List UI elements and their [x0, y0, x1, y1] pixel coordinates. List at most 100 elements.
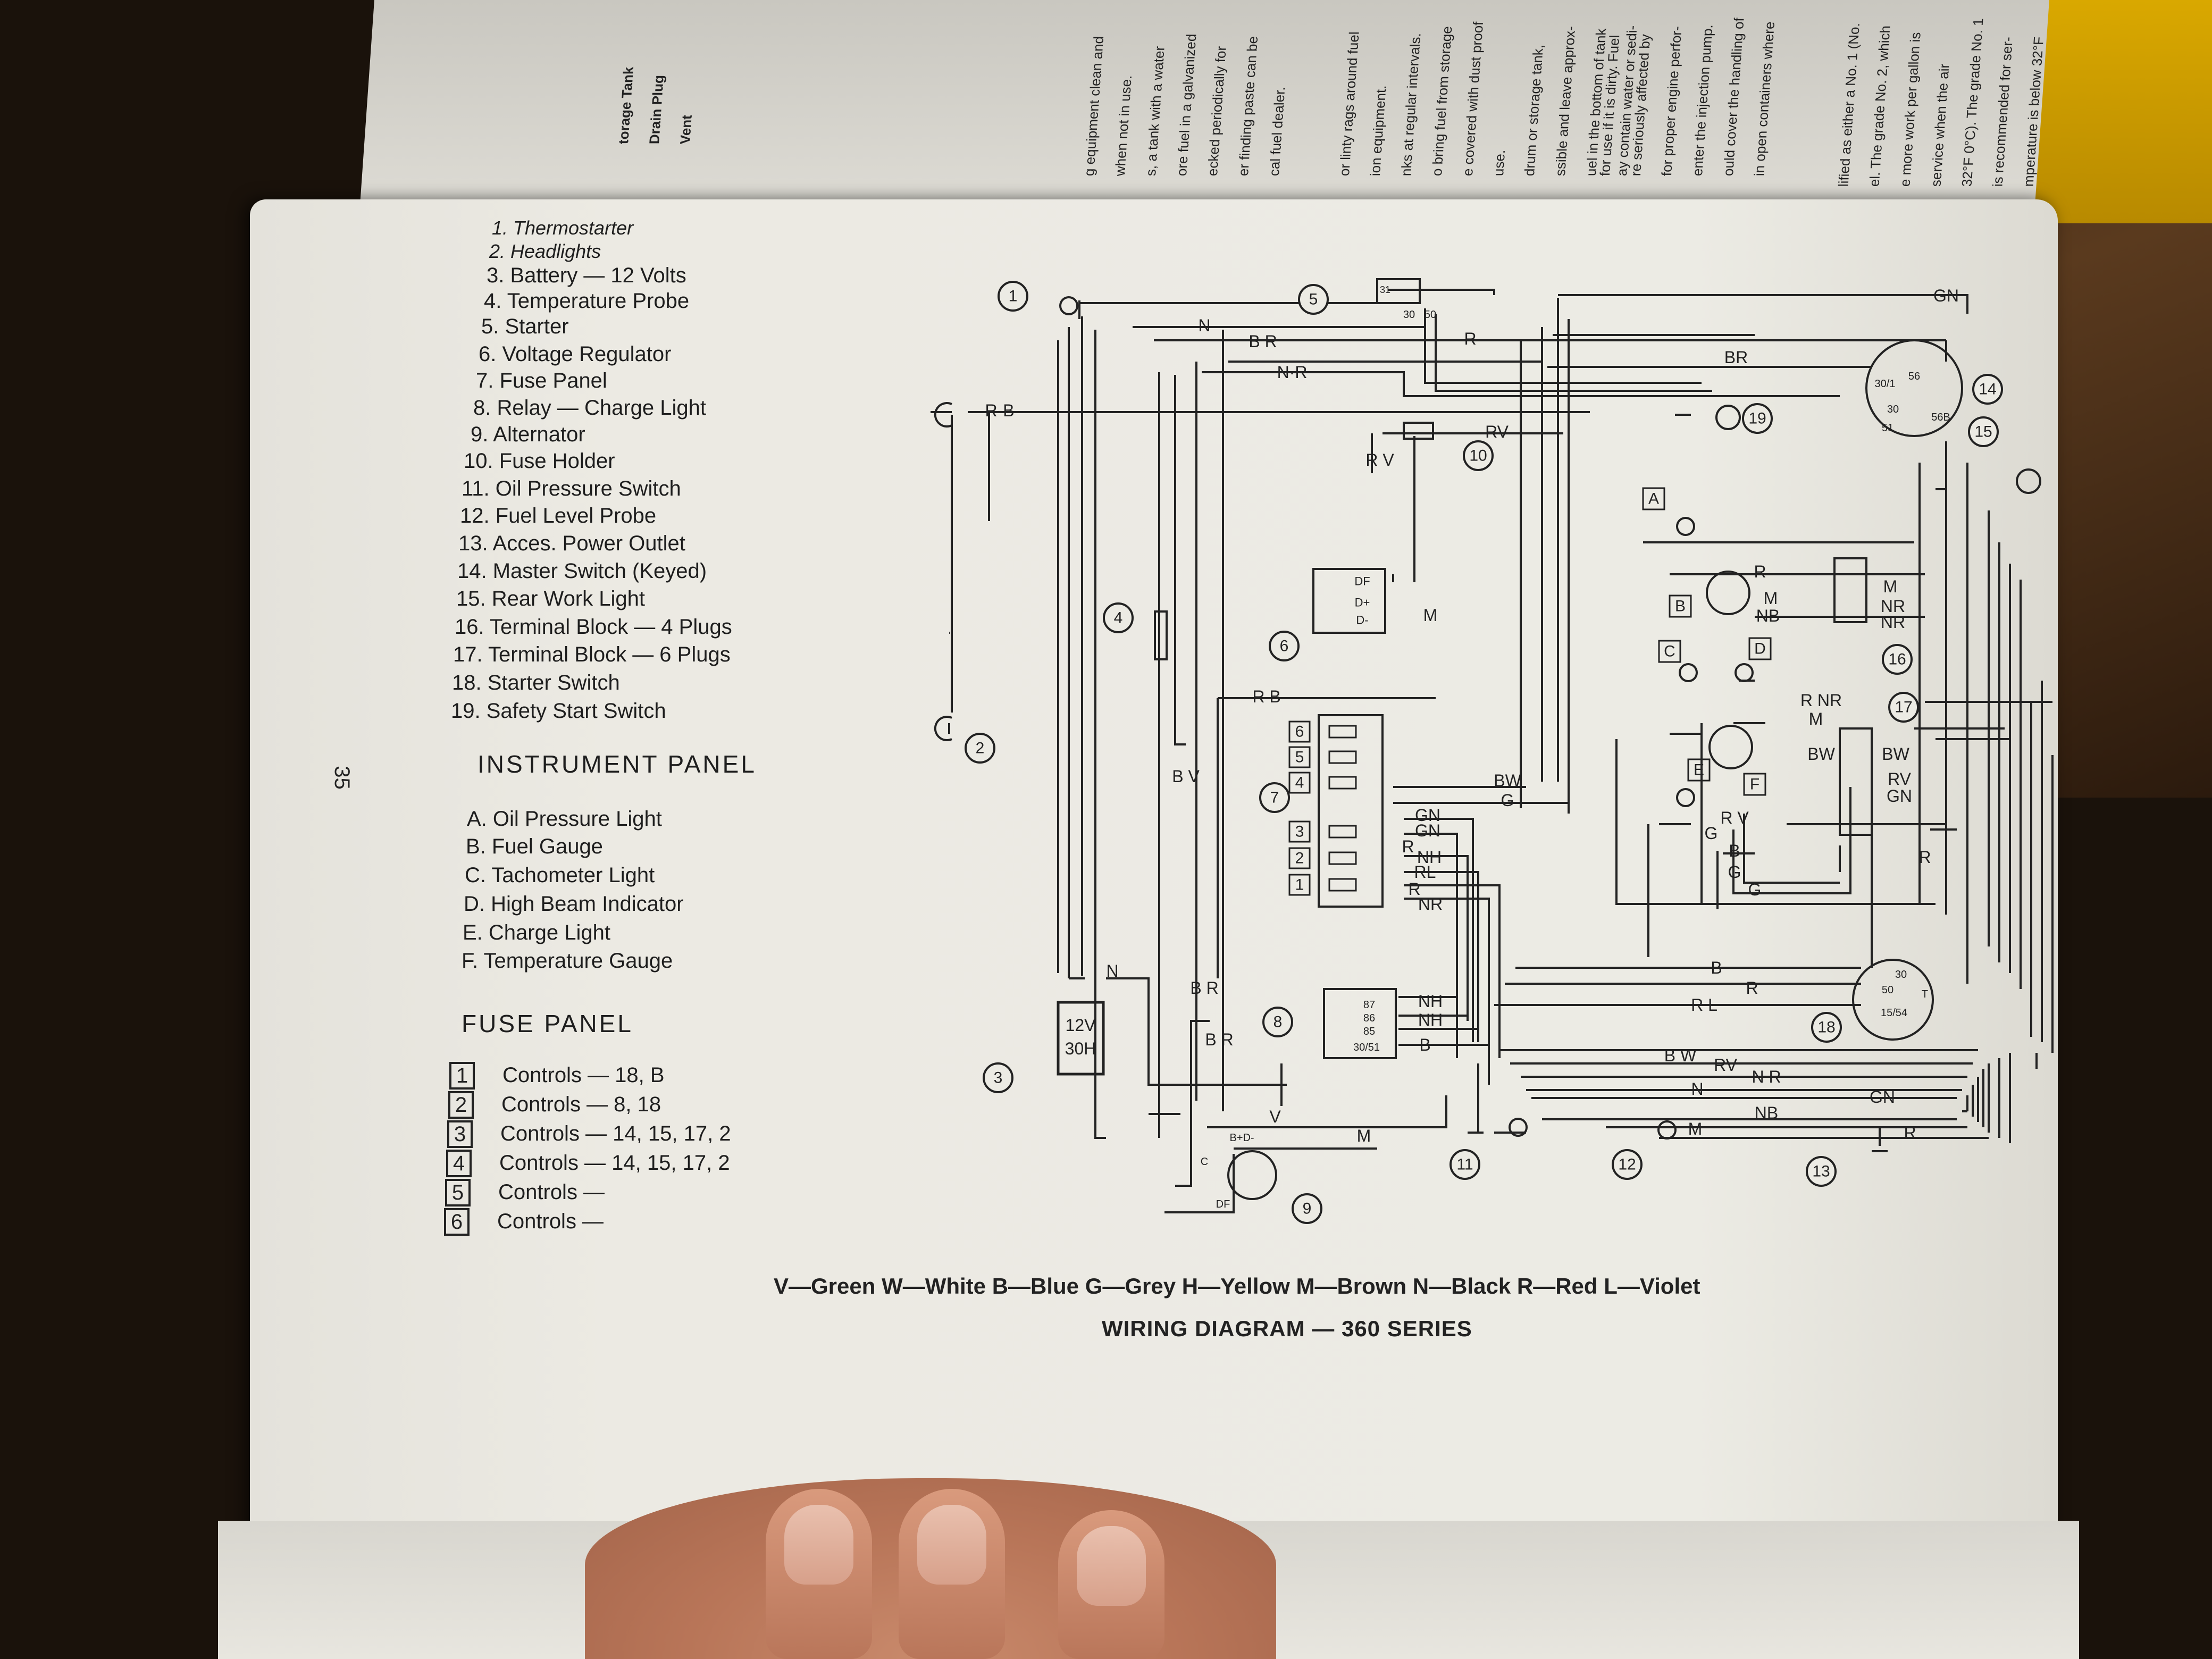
fuse-slot-box: [1288, 874, 1311, 896]
starter-switch-symbol: [1852, 959, 1934, 1041]
fuse-number-box: 6: [444, 1208, 470, 1236]
callout-number: 4: [1114, 609, 1123, 627]
wire-code: M: [1357, 1126, 1371, 1145]
alternator-terminal-label: D-: [1243, 1132, 1254, 1144]
wire-code: NB: [1755, 1103, 1778, 1122]
fuse-element: [1328, 750, 1357, 764]
fuse-element: [1328, 776, 1357, 790]
headlight-wiring: [931, 411, 1042, 713]
callout-number: 3: [994, 1069, 1003, 1087]
fuse-slot-box: [1288, 820, 1311, 843]
fuse-panel-symbol: [1318, 714, 1384, 908]
wire-code: G: [1728, 862, 1741, 882]
fuse-description: Controls — 18, B: [502, 1063, 665, 1087]
fuse-element: [1328, 851, 1357, 865]
master-switch-terminal-label: 30/1: [1875, 378, 1896, 390]
wire-code: R: [1408, 879, 1420, 899]
wire-code: N R: [1752, 1067, 1781, 1086]
callout-number: 17: [1895, 699, 1912, 716]
regulator-terminal-label: D+: [1355, 596, 1370, 609]
wire-code: NH: [1418, 992, 1443, 1011]
callout-circle: [1806, 1156, 1837, 1187]
legend-item: 12. Fuel Level Probe: [460, 504, 657, 527]
instrument-letter-box: [1669, 594, 1692, 618]
battery-capacity-label: 30H: [1065, 1039, 1096, 1058]
legend-item: D. High Beam Indicator: [464, 892, 684, 916]
wire-code: B: [1711, 958, 1722, 977]
wire-code: RV: [1485, 422, 1509, 441]
diagram-text: 1 2 3 4 5 6 7 8 9 10 11 12 13 14 15 16 1…: [976, 284, 1997, 1218]
wire-code: BW: [1807, 744, 1835, 764]
wire-code: RL: [1414, 862, 1436, 882]
fuse-number-box: 2: [448, 1091, 474, 1119]
callout-circle: [1298, 284, 1329, 315]
fingernail: [917, 1505, 986, 1585]
charge-light-symbol: [1676, 788, 1695, 807]
instrument-letter-box: [1642, 487, 1665, 510]
wire-code: G: [1748, 880, 1762, 899]
wire-code: NR: [1881, 613, 1905, 632]
wire-code: NB: [1756, 606, 1780, 625]
master-switch-terminal-label: 30: [1887, 404, 1899, 415]
callout-number: 19: [1748, 410, 1766, 428]
thermostarter-symbol: [1059, 296, 1078, 315]
callout-number: 1: [1009, 288, 1018, 305]
fuse-slot-number: 2: [1295, 850, 1304, 867]
callout-number: 15: [1974, 423, 1992, 441]
fuse-slot-number: 3: [1295, 823, 1304, 841]
fuel-level-probe-symbol: [1657, 1120, 1677, 1139]
wire-code: BR: [1724, 348, 1748, 367]
callout-circle: [1463, 440, 1494, 471]
alternator-terminal-label: C: [1201, 1156, 1208, 1168]
wire-code: R V: [1720, 808, 1749, 827]
fuse-description: Controls — 14, 15, 17, 2: [499, 1151, 730, 1175]
finger: [766, 1489, 872, 1659]
legend-item: 15. Rear Work Light: [456, 587, 645, 610]
callout-number: 6: [1280, 638, 1289, 655]
component-symbols: [934, 278, 2041, 1200]
legend-item: 6. Voltage Regulator: [479, 342, 672, 366]
legend-item: 1. Thermostarter: [492, 217, 634, 239]
callout-circle: [1888, 692, 1919, 723]
relay-terminal-label: 85: [1363, 1026, 1375, 1037]
legend-item: 11. Oil Pressure Switch: [462, 477, 681, 500]
legend-item: A. Oil Pressure Light: [467, 807, 662, 831]
callout-circle: [1742, 403, 1773, 434]
instrument-letter: D: [1754, 640, 1766, 658]
fuse-description: Controls —: [498, 1180, 605, 1204]
fuse-slot-number: 6: [1295, 723, 1304, 741]
fuse-slot-number: 4: [1295, 774, 1304, 792]
relay-terminal-label: 86: [1363, 1012, 1375, 1024]
wire-code: R: [1464, 329, 1476, 348]
wire-code: B: [1729, 841, 1740, 860]
wire-code: R: [1754, 562, 1766, 581]
instrument-letter: A: [1648, 490, 1659, 508]
fuse-holder-symbol: [1403, 422, 1434, 440]
tachometer-light-symbol: [1679, 663, 1698, 682]
terminal-block-6-symbol: [1839, 727, 1873, 836]
legend-item: E. Charge Light: [463, 921, 610, 944]
wire-code: G: [1501, 791, 1514, 810]
legend-item: 7. Fuse Panel: [476, 369, 607, 392]
terminal-block-4-symbol: [1833, 557, 1867, 623]
wire-code: R: [1402, 837, 1414, 856]
legend-item: B. Fuel Gauge: [466, 835, 603, 858]
fuse-number-box: 4: [446, 1150, 472, 1177]
safety-start-switch-symbol: [1715, 405, 1741, 430]
callout-circle: [965, 733, 995, 764]
wire-code: N: [1198, 316, 1210, 335]
legend-item: 9. Alternator: [471, 423, 585, 446]
starter-switch-terminal-label: T: [1922, 988, 1928, 1000]
callout-circle: [1972, 374, 2003, 405]
wire-code: BW: [1494, 771, 1521, 790]
high-beam-indicator-symbol: [1735, 663, 1754, 682]
legend-item: 4. Temperature Probe: [484, 289, 690, 313]
callout-number: 12: [1618, 1156, 1636, 1174]
callout-circle: [998, 281, 1028, 312]
wire-code: GN: [1933, 286, 1959, 305]
wire-code: R-B: [985, 401, 1014, 420]
fuse-number-box: 3: [447, 1120, 473, 1148]
fuse-element: [1328, 725, 1357, 739]
callout-number: 11: [1456, 1156, 1473, 1174]
wire-code: R B: [1252, 687, 1280, 706]
